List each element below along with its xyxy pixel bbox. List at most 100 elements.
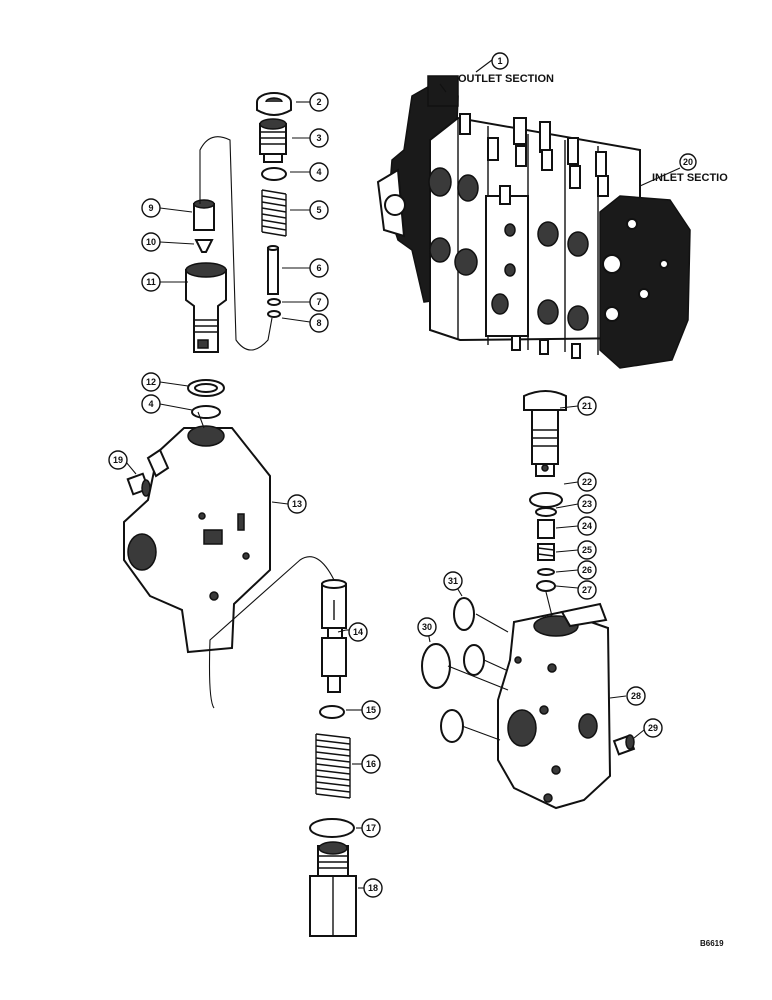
svg-text:6: 6 xyxy=(316,263,321,273)
part-9-sleeve xyxy=(193,199,215,231)
callout-14: 14 xyxy=(348,622,368,642)
svg-text:21: 21 xyxy=(582,401,592,411)
part-6-poppet-pin xyxy=(267,245,279,295)
part-29-plug xyxy=(612,734,636,756)
drawing-number: B6619 xyxy=(700,939,724,948)
assembly-lines xyxy=(197,83,553,741)
part-8-o-ring xyxy=(267,310,281,318)
part-7-back-up-ring xyxy=(267,298,281,306)
callout-22: 22 xyxy=(577,472,597,492)
callout-27: 27 xyxy=(577,580,597,600)
callout-29: 29 xyxy=(643,718,663,738)
part-22-washer xyxy=(529,492,563,508)
callout-13: 13 xyxy=(287,494,307,514)
svg-text:4: 4 xyxy=(148,399,153,409)
part-2-lock-nut xyxy=(256,92,292,116)
callout-16: 16 xyxy=(361,754,381,774)
svg-text:20: 20 xyxy=(683,157,693,167)
part-25-spring xyxy=(537,543,555,561)
part-31-o-ring-lower xyxy=(440,709,464,743)
callout-18: 18 xyxy=(363,878,383,898)
part-28-inlet-section-body xyxy=(497,602,612,810)
callout-1: 1 xyxy=(491,52,509,70)
part-31-o-ring xyxy=(453,597,475,631)
callout-3: 3 xyxy=(309,128,329,148)
callout-10: 10 xyxy=(141,232,161,252)
part-24-piston xyxy=(537,519,555,539)
svg-text:4: 4 xyxy=(316,167,321,177)
part-18-spool-cap xyxy=(309,841,357,937)
callout-23: 23 xyxy=(577,494,597,514)
part-13-section-body xyxy=(123,425,271,654)
callout-26: 26 xyxy=(577,560,597,580)
callout-25: 25 xyxy=(577,540,597,560)
svg-text:24: 24 xyxy=(582,521,592,531)
svg-text:18: 18 xyxy=(368,883,378,893)
callout-11: 11 xyxy=(141,272,161,292)
svg-text:9: 9 xyxy=(148,203,153,213)
part-16-spool-spring xyxy=(315,733,351,799)
callout-17: 17 xyxy=(361,818,381,838)
svg-text:8: 8 xyxy=(316,318,321,328)
callout-24: 24 xyxy=(577,516,597,536)
part-15-retainer xyxy=(319,705,345,719)
svg-text:14: 14 xyxy=(353,627,363,637)
callout-30: 30 xyxy=(417,617,437,637)
outlet-section-label: OUTLET SECTION xyxy=(458,73,554,85)
part-10-cone xyxy=(194,239,214,253)
callout-21: 21 xyxy=(577,396,597,416)
svg-text:30: 30 xyxy=(422,622,432,632)
part-14-spool xyxy=(321,579,347,693)
part-4-o-ring-lower xyxy=(191,405,221,419)
svg-text:31: 31 xyxy=(448,576,458,586)
part-30-o-ring-large xyxy=(421,643,451,689)
svg-text:23: 23 xyxy=(582,499,592,509)
part-21-relief-plug xyxy=(523,390,567,477)
callout-6: 6 xyxy=(309,258,329,278)
svg-text:15: 15 xyxy=(366,705,376,715)
callout-28: 28 xyxy=(626,686,646,706)
svg-text:29: 29 xyxy=(648,723,658,733)
svg-text:3: 3 xyxy=(316,133,321,143)
svg-text:13: 13 xyxy=(292,499,302,509)
callout-12: 12 xyxy=(141,372,161,392)
part-23-o-ring xyxy=(535,507,557,517)
svg-text:26: 26 xyxy=(582,565,592,575)
part-11-valve-body xyxy=(185,262,227,353)
callout-2: 2 xyxy=(309,92,329,112)
part-27-seat xyxy=(536,580,556,592)
svg-text:11: 11 xyxy=(146,277,156,287)
inlet-section-label: INLET SECTIO xyxy=(652,172,728,184)
part-4-o-ring-upper xyxy=(261,167,287,181)
part-17-washer xyxy=(309,818,355,838)
svg-text:27: 27 xyxy=(582,585,592,595)
svg-text:22: 22 xyxy=(582,477,592,487)
callout-4-lower: 4 xyxy=(141,394,161,414)
callout-31: 31 xyxy=(443,571,463,591)
part-19-plug xyxy=(126,472,151,497)
svg-text:12: 12 xyxy=(146,377,156,387)
part-30-o-ring-small xyxy=(463,644,485,676)
svg-text:10: 10 xyxy=(146,237,156,247)
callout-9: 9 xyxy=(141,198,161,218)
svg-text:7: 7 xyxy=(316,297,321,307)
svg-text:19: 19 xyxy=(113,455,123,465)
callout-19: 19 xyxy=(108,450,128,470)
callout-4-upper: 4 xyxy=(309,162,329,182)
callout-7: 7 xyxy=(309,292,329,312)
svg-text:25: 25 xyxy=(582,545,592,555)
svg-text:2: 2 xyxy=(316,97,321,107)
callout-8: 8 xyxy=(309,313,329,333)
callout-5: 5 xyxy=(309,200,329,220)
svg-text:17: 17 xyxy=(366,823,376,833)
part-5-spring xyxy=(261,189,287,237)
svg-text:5: 5 xyxy=(316,205,321,215)
svg-text:28: 28 xyxy=(631,691,641,701)
svg-text:16: 16 xyxy=(366,759,376,769)
callout-15: 15 xyxy=(361,700,381,720)
svg-text:1: 1 xyxy=(497,56,502,66)
part-3-adjusting-plug xyxy=(259,118,287,163)
part-26-snap-ring xyxy=(537,568,555,576)
valve-stack-assembly xyxy=(376,75,691,369)
